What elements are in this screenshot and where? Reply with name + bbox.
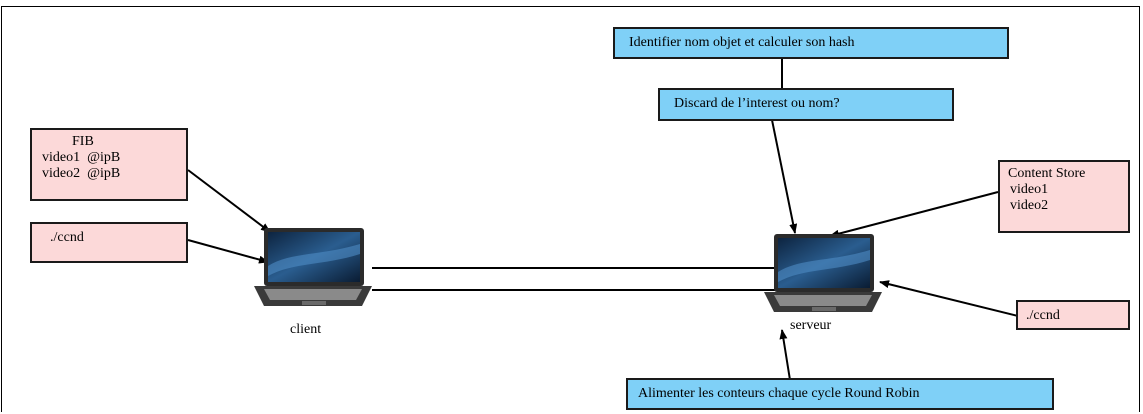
- content-store-item: video1: [1010, 182, 1049, 197]
- content-store-item: video2: [1010, 198, 1049, 213]
- fib-row: video1 @ipB: [42, 150, 121, 165]
- laptop-icon: [254, 228, 372, 306]
- server-label: serveur: [790, 318, 832, 333]
- discard-arrow: [771, 119, 798, 234]
- discard-step-box: Discard de l’interest ou nom?: [658, 88, 954, 121]
- fib-row: video2 @ipB: [42, 166, 121, 181]
- feed-step-box: Alimenter les conteurs chaque cycle Roun…: [626, 378, 1054, 410]
- fib-arrow: [187, 169, 271, 233]
- identify-step-label: Identifier nom objet et calculer son has…: [629, 35, 855, 50]
- feed-arrow: [779, 329, 791, 381]
- diagram-frame: [1, 6, 1140, 412]
- discard-step-label: Discard de l’interest ou nom?: [674, 96, 840, 111]
- laptop-icon: [764, 234, 882, 312]
- content-store-box: Content Store video1 video2: [998, 160, 1130, 233]
- feed-step-label: Alimenter les conteurs chaque cycle Roun…: [638, 386, 920, 401]
- identify-step-box: Identifier nom objet et calculer son has…: [613, 27, 1009, 59]
- server-ccnd-box: ./ccnd: [1016, 300, 1130, 330]
- fib-title: FIB: [72, 134, 94, 149]
- server-ccnd-arrow: [879, 280, 1019, 317]
- client-ccnd-box: ./ccnd: [30, 222, 188, 263]
- content-store-title: Content Store: [1008, 166, 1086, 181]
- server-ccnd-label: ./ccnd: [1026, 308, 1060, 323]
- client-ccnd-label: ./ccnd: [50, 230, 84, 245]
- client-label: client: [290, 322, 322, 337]
- client-ccnd-arrow: [187, 239, 269, 264]
- content-store-arrow: [829, 191, 999, 238]
- fib-box: FIB video1 @ipB video2 @ipB: [30, 128, 188, 201]
